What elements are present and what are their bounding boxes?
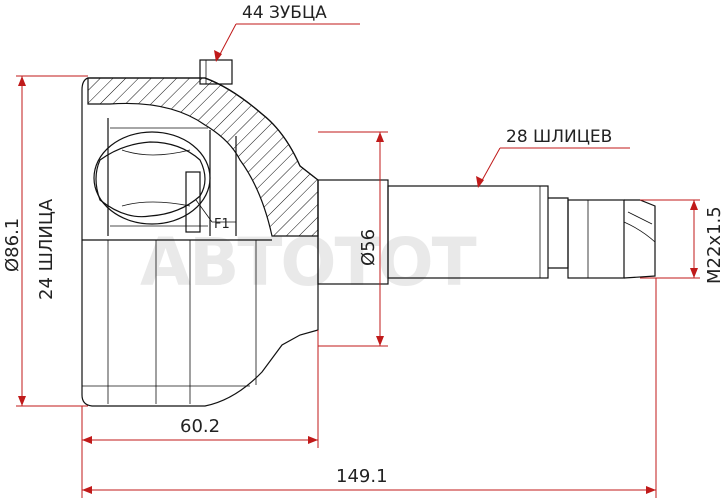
splines-label: 28 ШЛИЦЕВ: [506, 127, 612, 147]
shaft: [317, 179, 656, 285]
dim-total-length: [81, 278, 657, 498]
body-length-label: 60.2: [180, 416, 220, 437]
housing: [81, 59, 319, 407]
dim-body-length: [81, 330, 319, 448]
splines-callout: [476, 147, 630, 188]
dim-outer-diameter: [16, 75, 88, 407]
shaft-diameter-label: Ø56: [358, 229, 379, 266]
total-length-label: 149.1: [336, 466, 388, 487]
watermark: АВТОТОТ: [140, 224, 477, 301]
dim-shaft-diameter: [318, 131, 388, 347]
thread-label: M22x1.5: [704, 206, 725, 284]
teeth-label: 44 ЗУБЦА: [242, 3, 327, 23]
housing-hatch: [87, 77, 319, 237]
f1-label: F1: [214, 217, 230, 232]
dim-thread: [640, 199, 700, 279]
teeth-callout: [214, 23, 360, 62]
outer-diameter-label: Ø86.1: [2, 218, 23, 272]
inner-race: [93, 118, 237, 236]
inner-splines-label: 24 ШЛИЦА: [36, 198, 57, 300]
f1-callout: [195, 199, 236, 223]
